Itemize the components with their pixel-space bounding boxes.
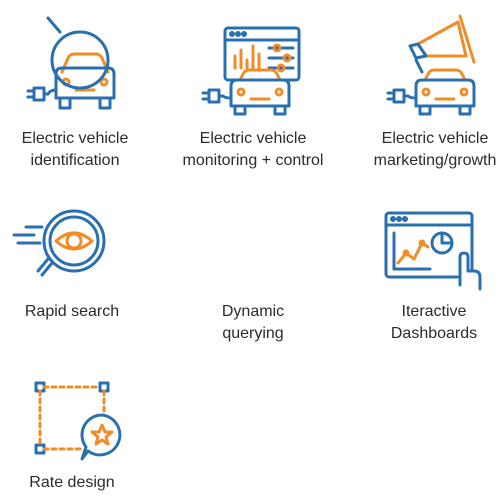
rapid-search-label: Rapid search xyxy=(0,301,172,323)
label-line: Rate design xyxy=(29,474,115,491)
label-line: identification xyxy=(30,152,120,169)
dynamic-querying-label: Dynamic querying xyxy=(153,301,353,345)
interactive-dashboards-icon xyxy=(384,211,482,291)
rate-design-icon xyxy=(34,381,122,461)
ev-identification-icon xyxy=(26,16,116,110)
label-line: monitoring + control xyxy=(182,152,324,169)
label-line: Electric vehicle xyxy=(199,130,307,147)
label-line: marketing/growth xyxy=(373,152,497,169)
ev-marketing-icon xyxy=(386,14,476,116)
ev-monitoring-icon xyxy=(201,26,301,116)
label-line: Dynamic xyxy=(221,303,285,320)
label-line: Electric vehicle xyxy=(381,130,489,147)
rapid-search-icon xyxy=(12,209,106,277)
interactive-dashboards-label: Iteractive Dashboards xyxy=(334,301,500,345)
rate-design-label: Rate design xyxy=(0,472,172,494)
label-line: Iteractive xyxy=(401,303,467,320)
label-line: querying xyxy=(222,325,284,342)
label-line: Rapid search xyxy=(24,303,120,320)
ev-identification-label: Electric vehicle identification xyxy=(0,128,175,172)
ev-monitoring-label: Electric vehicle monitoring + control xyxy=(153,128,353,172)
label-line: Electric vehicle xyxy=(21,130,129,147)
ev-marketing-label: Electric vehicle marketing/growth xyxy=(335,128,500,172)
label-line: Dashboards xyxy=(390,325,478,342)
